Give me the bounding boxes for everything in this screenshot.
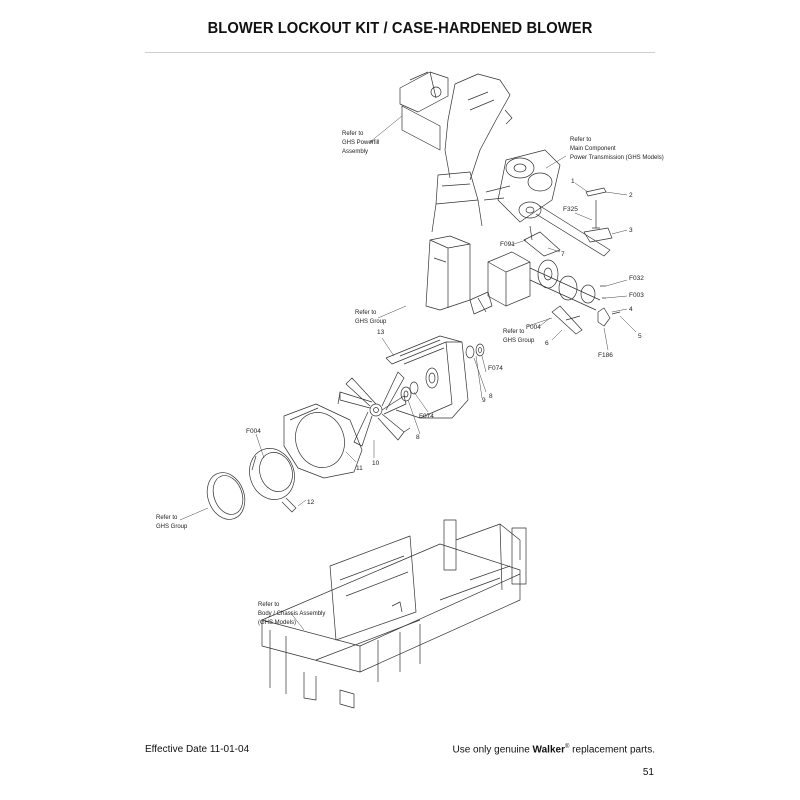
svg-text:Refer to: Refer to (570, 137, 592, 143)
callout-5: 5 (638, 333, 642, 340)
svg-text:GHS Group: GHS Group (503, 338, 535, 344)
svg-text:Body / Chassis Assembly: Body / Chassis Assembly (258, 611, 325, 617)
callout-f325: F325 (563, 206, 578, 213)
callout-2: 2 (629, 192, 633, 199)
svg-text:Refer to: Refer to (258, 602, 280, 608)
svg-text:Refer to: Refer to (342, 131, 364, 137)
svg-text:GHS Group: GHS Group (156, 524, 188, 530)
footer-tagline: Use only genuine Walker® replacement par… (452, 744, 655, 756)
svg-text:Refer to: Refer to (355, 310, 377, 316)
ref-ghs-group-2: Refer to GHS Group (503, 329, 535, 344)
title-divider (145, 52, 655, 53)
svg-text:(GHS Models): (GHS Models) (258, 620, 296, 626)
svg-text:Refer to: Refer to (503, 329, 525, 335)
callout-8b: 8 (416, 434, 420, 441)
chassis-frame (261, 519, 527, 709)
callout-f004a: F004 (526, 324, 541, 331)
callout-13: 13 (377, 329, 385, 336)
svg-text:Refer to: Refer to (156, 515, 178, 521)
callout-10: 10 (372, 460, 380, 467)
effective-date: Effective Date 11-01-04 (145, 744, 250, 755)
blower-inlet-ring (249, 448, 297, 513)
blower-back-plate (283, 403, 363, 479)
ref-main-component: Refer to Main Component Power Transmissi… (570, 137, 664, 161)
svg-text:®: ® (370, 139, 373, 144)
gearbox-assembly (469, 251, 601, 315)
blower-chute-tube (425, 235, 471, 311)
callout-9: 9 (482, 397, 486, 404)
page-title: BLOWER LOCKOUT KIT / CASE-HARDENED BLOWE… (207, 20, 593, 37)
ref-ghs-group-3: Refer to GHS Group (156, 515, 188, 530)
callout-7: 7 (561, 251, 565, 258)
ref-body-chassis: Refer to Body / Chassis Assembly (GHS Mo… (258, 602, 325, 626)
callout-f074a: F074 (488, 365, 503, 372)
brand-name: Walker (532, 744, 565, 756)
callout-8a: 8 (489, 393, 493, 400)
blower-housing (385, 335, 485, 419)
callout-f032: F032 (629, 275, 644, 282)
callout-f074b: F074 (419, 413, 434, 420)
lockout-kit-parts (523, 187, 621, 335)
callout-f186: F186 (598, 352, 613, 359)
callout-12: 12 (307, 499, 315, 506)
callout-f091: F091 (500, 241, 515, 248)
callout-f003: F003 (629, 292, 644, 299)
hose-clamp-ring (206, 472, 246, 520)
svg-text:GHS Powerfill: GHS Powerfill (342, 140, 379, 146)
power-transmission-upper (483, 149, 611, 257)
callout-6: 6 (545, 340, 549, 347)
ref-powerfill: Refer to GHS Powerfill ® Assembly (342, 131, 379, 155)
callout-labels: 1 2 3 4 5 6 7 8 8 9 10 11 12 13 F325 F09… (246, 178, 644, 506)
powerfill-chute (399, 71, 513, 233)
svg-text:Assembly: Assembly (342, 149, 368, 155)
svg-text:Power Transmission (GHS Models: Power Transmission (GHS Models) (570, 155, 664, 161)
svg-text:GHS Group: GHS Group (355, 319, 387, 325)
callout-1: 1 (571, 178, 575, 185)
svg-text:Main Component: Main Component (570, 146, 616, 152)
callout-11: 11 (356, 465, 363, 472)
callout-f004b: F004 (246, 428, 261, 435)
blower-impeller (337, 371, 411, 447)
callout-4: 4 (629, 306, 633, 313)
bearings (400, 381, 419, 402)
ref-ghs-group-1: Refer to GHS Group (355, 310, 387, 325)
page-number: 51 (642, 767, 654, 778)
callout-3: 3 (629, 227, 633, 234)
leader-lines (179, 115, 637, 631)
